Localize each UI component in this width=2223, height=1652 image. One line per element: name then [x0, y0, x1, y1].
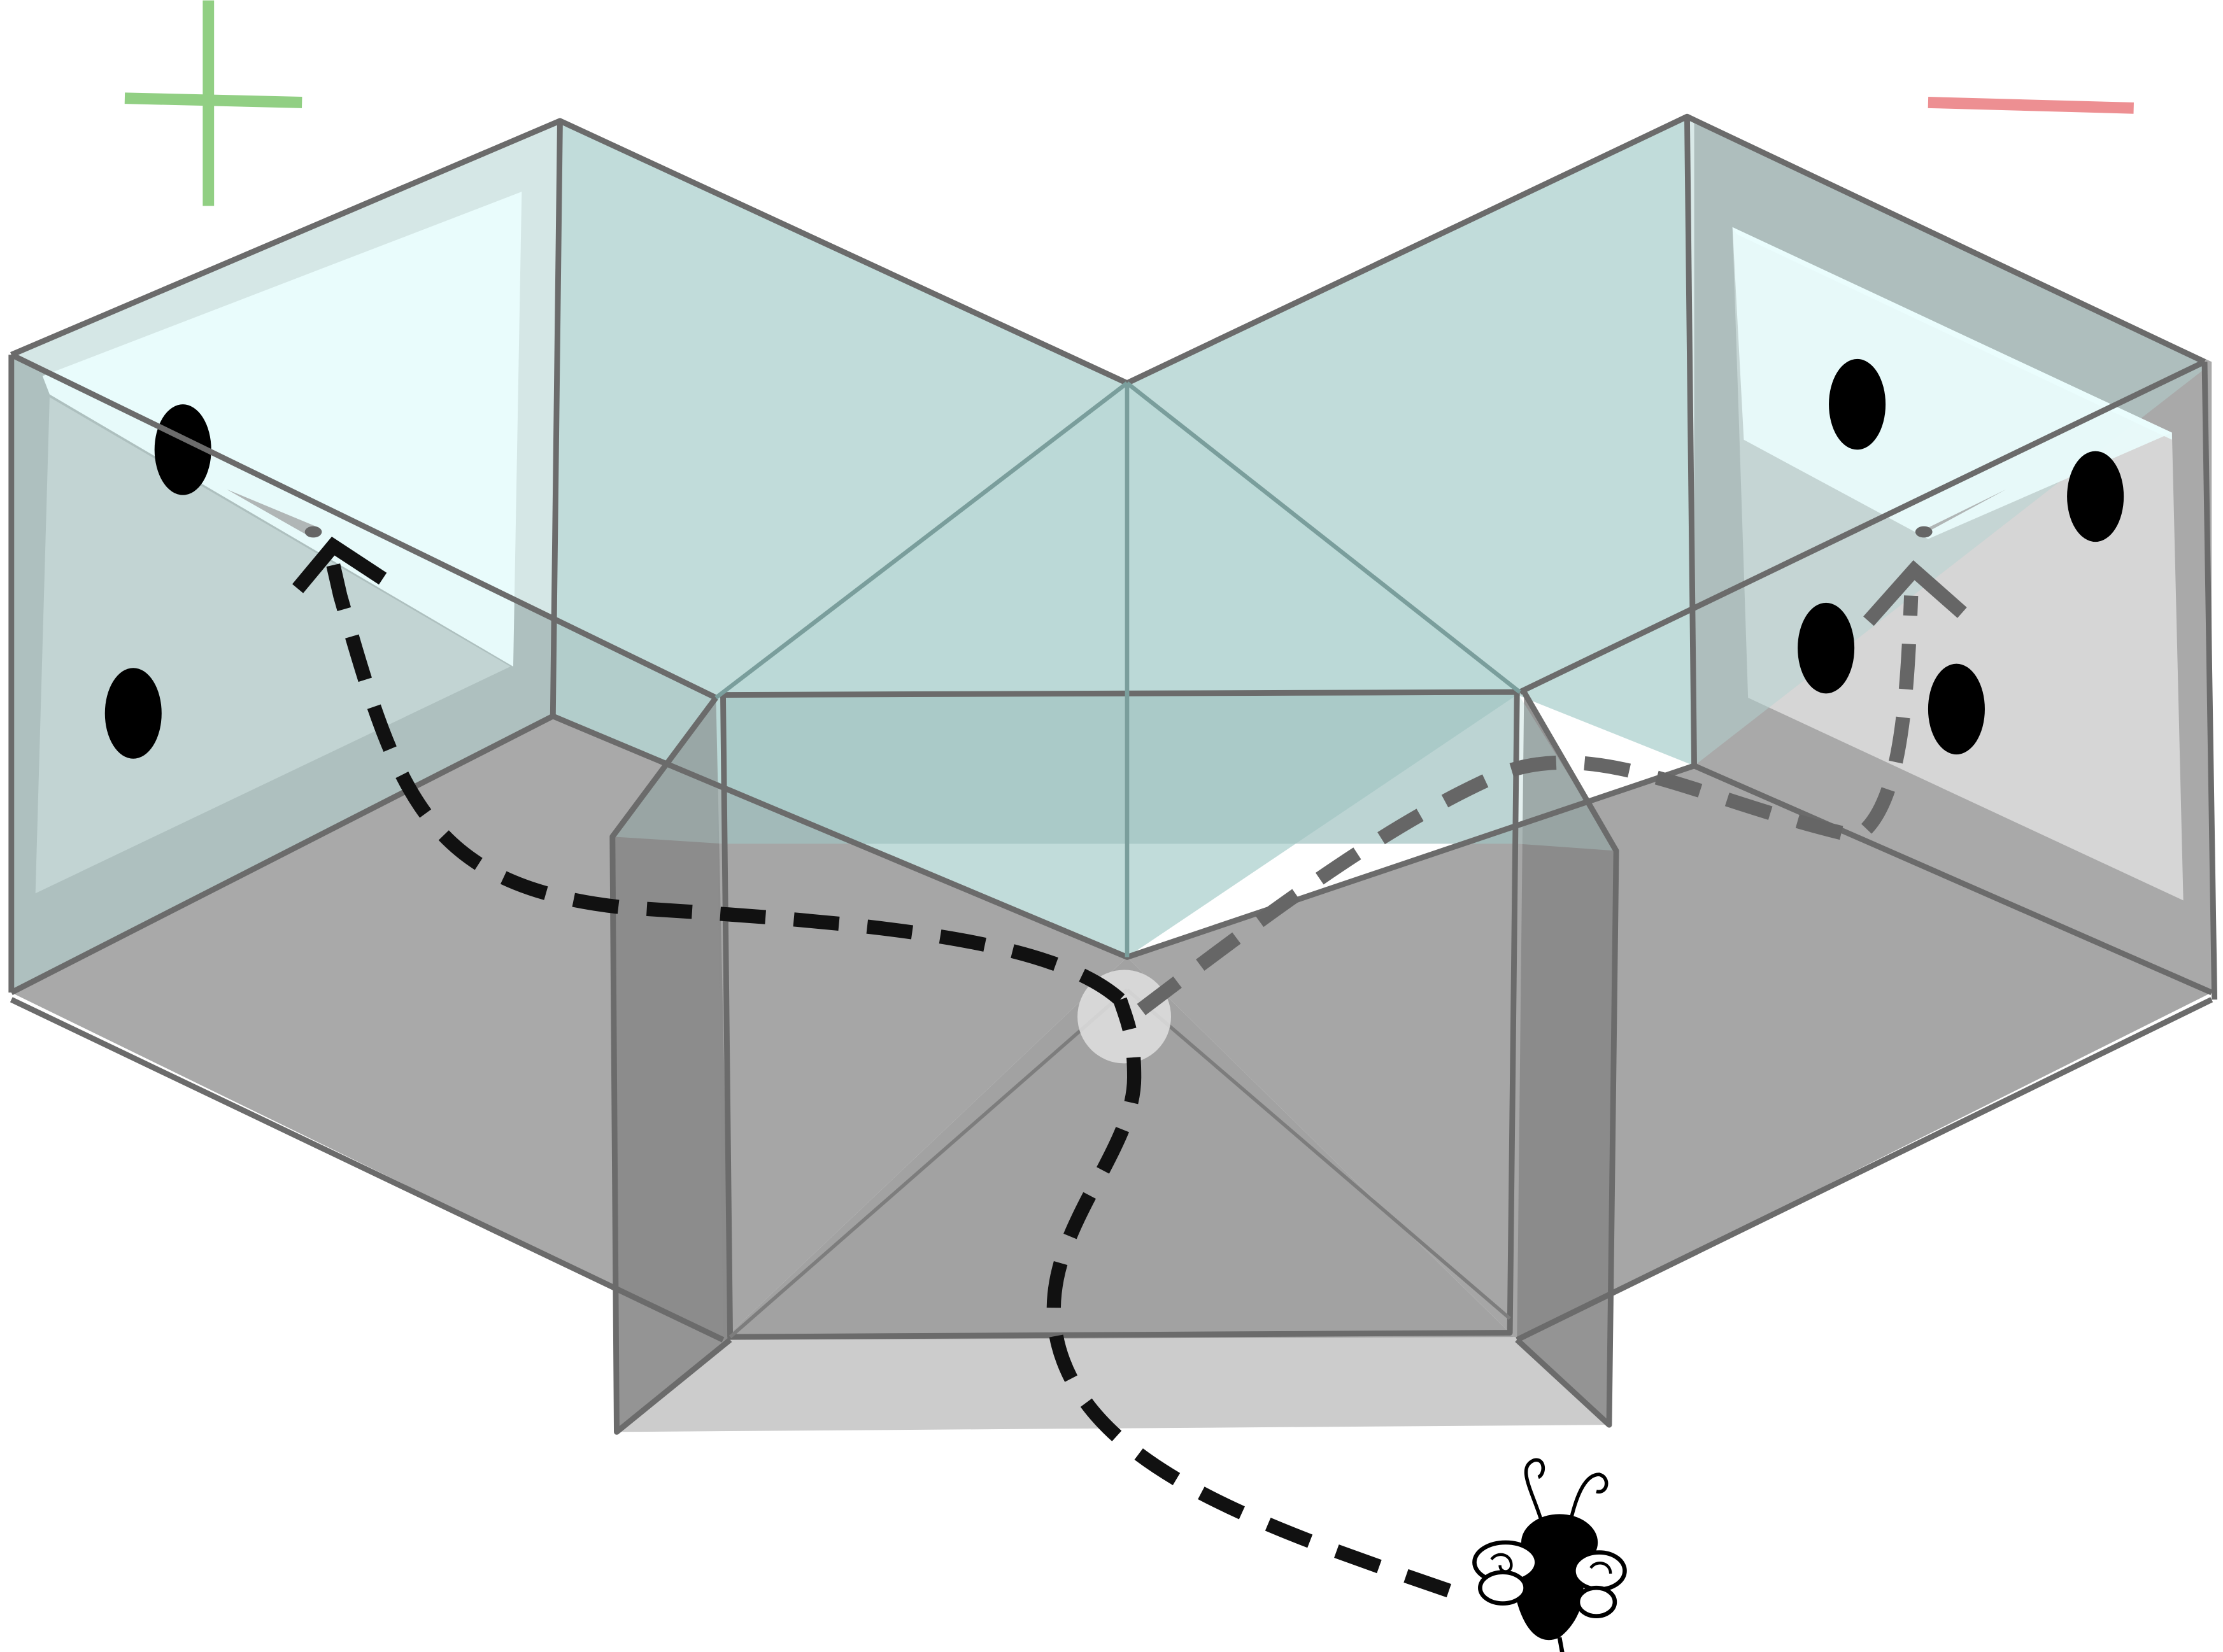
- right-stimulus-dot-4: [1928, 663, 1985, 755]
- flight-path-entry: [1046, 997, 1452, 1598]
- right-arm-floor: [1126, 765, 2212, 1340]
- entry-hole-icon: [1915, 489, 2006, 538]
- center-back-glass: [723, 692, 1517, 844]
- right-arrowhead: [1863, 560, 1967, 626]
- center-left-wall: [612, 698, 730, 1432]
- center-chamber: [612, 383, 1617, 1432]
- flight-path-left: [322, 544, 1125, 1005]
- right-stimulus-dot-3: [1798, 602, 1855, 694]
- right-stimulus-dot-1: [1829, 358, 1886, 450]
- plus-icon: [124, 0, 302, 206]
- flight-path-right: [1137, 595, 1919, 1015]
- entry-hole-icon: [227, 489, 322, 538]
- entrance-floor: [616, 1337, 1609, 1432]
- minus-icon: [1928, 97, 2134, 114]
- maze-edges: [8, 113, 2218, 1435]
- center-right-wall: [1517, 692, 1617, 1425]
- flight-paths: [322, 544, 1919, 1598]
- right-top-glass: [1732, 227, 2172, 539]
- bee-icon: [1472, 1458, 1627, 1652]
- right-stimulus-dot-2: [2067, 451, 2124, 542]
- left-stimulus-dot-2: [104, 668, 162, 759]
- right-arm: [1126, 116, 2212, 993]
- left-stimulus-dot-1: [154, 404, 211, 495]
- center-top-glass: [612, 383, 1617, 851]
- left-arrowhead: [292, 537, 387, 593]
